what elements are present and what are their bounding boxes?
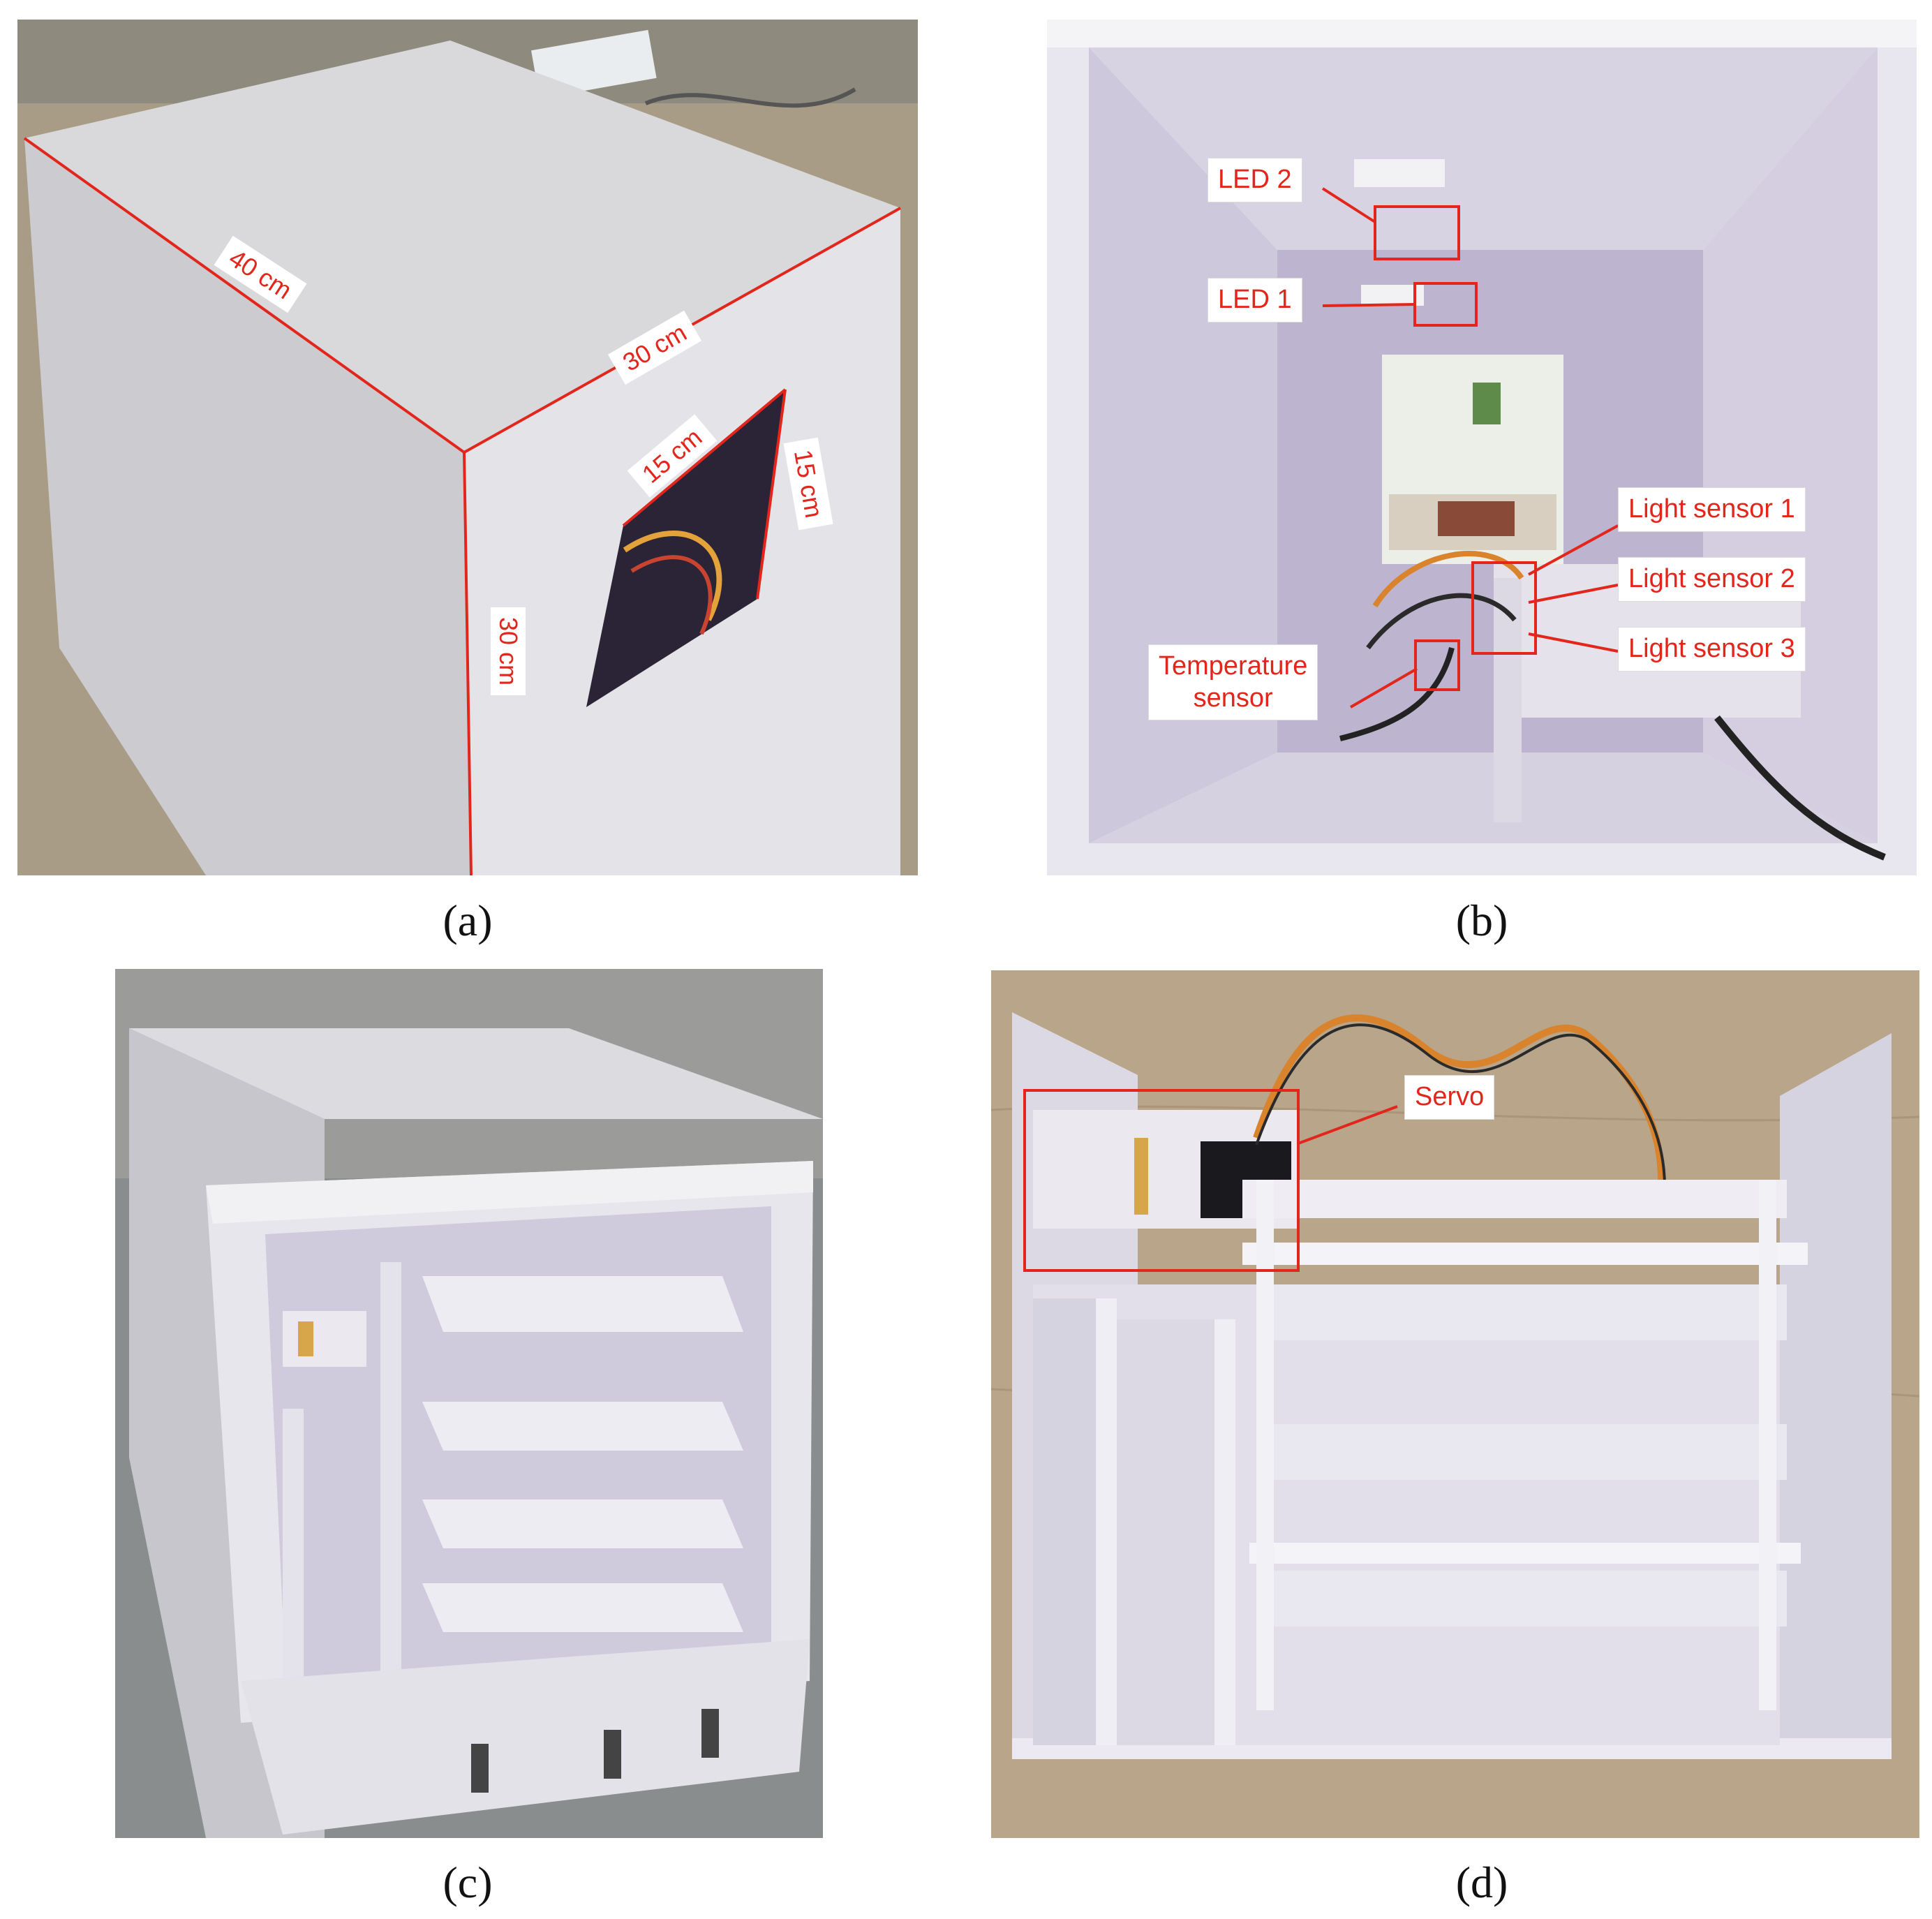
caption-a: (a) bbox=[443, 896, 493, 945]
dim-height: 30 cm bbox=[491, 607, 526, 696]
box-exterior-photo bbox=[17, 20, 918, 875]
panel-a-photo: 40 cm 30 cm 30 cm 15 cm 15 cm bbox=[17, 20, 918, 875]
label-temperature-sensor: Temperature sensor bbox=[1148, 644, 1318, 721]
label-temperature-line-1: Temperature bbox=[1159, 651, 1308, 681]
label-servo: Servo bbox=[1404, 1075, 1495, 1120]
label-temperature-line-2: sensor bbox=[1193, 683, 1273, 713]
label-light-sensor-2: Light sensor 2 bbox=[1618, 557, 1806, 602]
box-drawer-open-photo bbox=[115, 969, 823, 1838]
panel-c-photo bbox=[115, 969, 823, 1838]
panel-b-photo: LED 2 LED 1 Light sensor 1 Light sensor … bbox=[1047, 20, 1917, 875]
label-light-sensor-1: Light sensor 1 bbox=[1618, 487, 1806, 532]
box-interior-photo bbox=[1047, 20, 1917, 875]
caption-d: (d) bbox=[1455, 1858, 1508, 1907]
label-led-2: LED 2 bbox=[1208, 158, 1302, 202]
caption-c: (c) bbox=[443, 1858, 493, 1907]
caption-b: (b) bbox=[1455, 896, 1508, 945]
label-light-sensor-3: Light sensor 3 bbox=[1618, 627, 1806, 672]
panel-d-photo: Servo bbox=[991, 970, 1919, 1838]
label-led-1: LED 1 bbox=[1208, 278, 1302, 323]
